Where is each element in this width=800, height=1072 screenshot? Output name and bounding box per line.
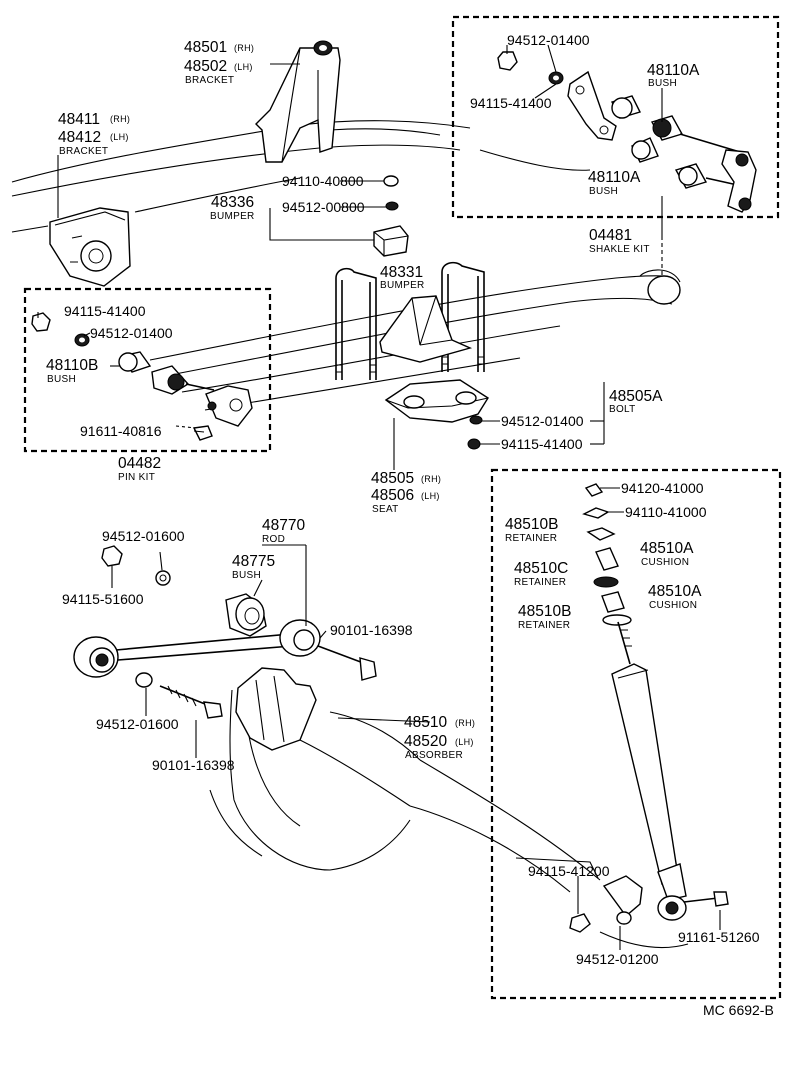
shackle-kit-parts <box>497 51 757 213</box>
label-94115-41400-top: 94115-41400 <box>470 95 552 111</box>
svg-text:(RH): (RH) <box>110 114 130 124</box>
label-94512-01600-top: 94512-01600 <box>102 528 185 544</box>
label-94512-01400-mid: 94512-01400 <box>501 413 584 429</box>
bumper-48331 <box>379 295 473 363</box>
label-48110A-2: 48110A <box>588 169 641 186</box>
svg-text:RETAINER: RETAINER <box>518 620 570 631</box>
label-48510B-2: 48510B <box>518 603 571 620</box>
label-94512-01400-top: 94512-01400 <box>507 32 590 48</box>
part-labels: 48501 (RH) 48502 (LH) BRACKET 48411 (RH)… <box>46 32 774 1018</box>
label-94512-01400-pin: 94512-01400 <box>90 325 173 341</box>
svg-text:BUMPER: BUMPER <box>210 211 255 222</box>
svg-text:(LH): (LH) <box>421 491 440 501</box>
diagram-code: MC 6692-B <box>703 1002 774 1018</box>
svg-text:(RH): (RH) <box>234 43 254 53</box>
svg-text:BUSH: BUSH <box>589 186 618 197</box>
svg-text:ROD: ROD <box>262 534 285 545</box>
label-94512-01200: 94512-01200 <box>576 951 659 967</box>
svg-text:BUSH: BUSH <box>47 374 76 385</box>
bumper-48336 <box>373 175 409 257</box>
absorber-kit-box <box>490 468 782 1000</box>
rod-assembly <box>73 545 377 719</box>
label-48110B: 48110B <box>46 357 98 374</box>
svg-text:CUSHION: CUSHION <box>641 557 689 568</box>
label-94110-40800: 94110-40800 <box>282 173 364 189</box>
label-94115-41200: 94115-41200 <box>528 863 610 879</box>
leader-lines <box>37 44 721 950</box>
label-90101-16398-bottom: 90101-16398 <box>152 757 235 773</box>
svg-text:CUSHION: CUSHION <box>649 600 697 611</box>
label-48510A-1: 48510A <box>640 540 694 557</box>
label-04481: 04481 <box>589 227 632 244</box>
label-94512-01600-bottom: 94512-01600 <box>96 716 179 732</box>
svg-text:ABSORBER: ABSORBER <box>405 750 463 761</box>
label-48505A: 48505A <box>609 388 663 405</box>
label-48411: 48411 <box>58 111 100 128</box>
label-48775: 48775 <box>232 553 275 570</box>
svg-text:SHAKLE KIT: SHAKLE KIT <box>589 244 650 255</box>
label-91611-40816: 91611-40816 <box>80 423 162 439</box>
label-48510C: 48510C <box>514 560 568 577</box>
label-48510A-2: 48510A <box>648 583 702 600</box>
label-94115-41400-pin: 94115-41400 <box>64 303 146 319</box>
svg-text:PIN KIT: PIN KIT <box>118 472 155 483</box>
label-48520: 48520 <box>404 733 447 750</box>
label-48110A-1: 48110A <box>647 62 700 79</box>
svg-text:RETAINER: RETAINER <box>505 533 557 544</box>
label-04482: 04482 <box>118 455 161 472</box>
top-bracket-48501 <box>255 40 341 163</box>
label-94115-41400-mid: 94115-41400 <box>501 436 583 452</box>
label-94120-41000: 94120-41000 <box>621 480 704 496</box>
left-bracket-48411 <box>49 207 131 287</box>
svg-text:(RH): (RH) <box>455 718 475 728</box>
label-91161-51260: 91161-51260 <box>678 929 760 945</box>
label-48412: 48412 <box>58 129 101 146</box>
svg-text:RETAINER: RETAINER <box>514 577 566 588</box>
label-48770: 48770 <box>262 517 305 534</box>
svg-text:(LH): (LH) <box>455 737 474 747</box>
label-48510: 48510 <box>404 714 447 731</box>
pin-kit-parts <box>31 312 253 441</box>
svg-text:BRACKET: BRACKET <box>185 75 234 86</box>
u-bolts <box>335 261 485 380</box>
svg-text:BOLT: BOLT <box>609 404 636 415</box>
label-48502: 48502 <box>184 58 227 75</box>
pin-kit-box <box>23 287 272 453</box>
label-90101-16398-right: 90101-16398 <box>330 622 413 638</box>
spring-seat-48505 <box>384 379 489 450</box>
svg-text:SEAT: SEAT <box>372 504 399 515</box>
svg-text:(RH): (RH) <box>421 474 441 484</box>
svg-text:BRACKET: BRACKET <box>59 146 108 157</box>
label-94512-00800: 94512-00800 <box>282 199 365 215</box>
label-48331: 48331 <box>380 264 423 281</box>
svg-text:BUSH: BUSH <box>232 570 261 581</box>
svg-text:BUMPER: BUMPER <box>380 280 425 291</box>
label-94115-51600: 94115-51600 <box>62 591 144 607</box>
svg-text:BUSH: BUSH <box>648 78 677 89</box>
svg-text:(LH): (LH) <box>110 132 129 142</box>
axle-housing <box>209 667 601 893</box>
label-48510B-1: 48510B <box>505 516 558 533</box>
label-48506: 48506 <box>371 487 414 504</box>
shock-absorber <box>569 483 729 949</box>
label-48336: 48336 <box>211 194 254 211</box>
shakle-kit-box <box>451 15 780 219</box>
label-48501: 48501 <box>184 39 227 56</box>
svg-text:(LH): (LH) <box>234 62 253 72</box>
label-94110-41000: 94110-41000 <box>625 504 707 520</box>
label-48505: 48505 <box>371 470 414 487</box>
